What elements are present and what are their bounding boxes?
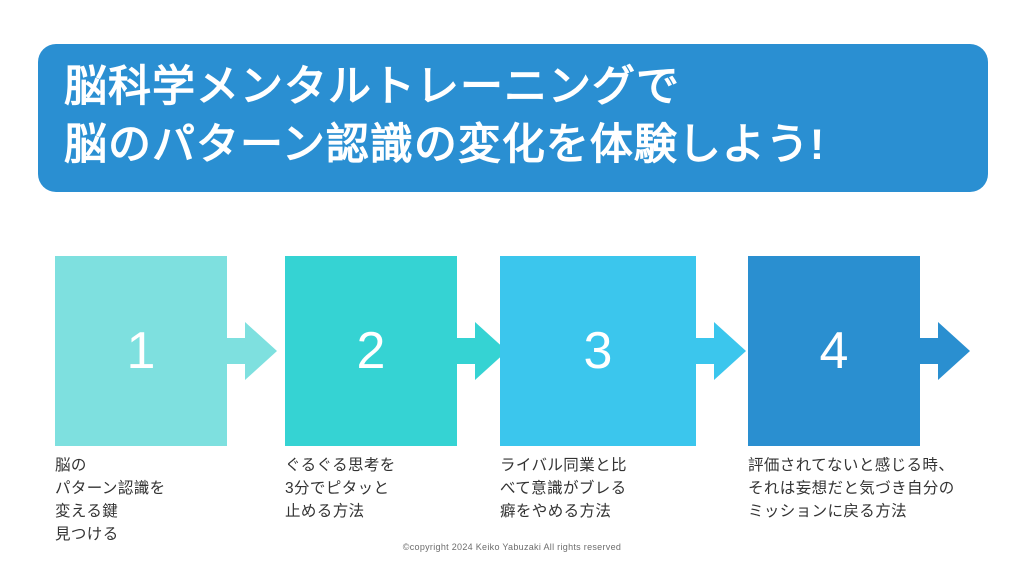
step-2: 2 ぐるぐる思考を 3分でピタッと 止める方法 <box>285 256 517 536</box>
arrow-right-icon <box>674 316 746 386</box>
step-4-number: 4 <box>819 322 849 380</box>
step-1-number: 1 <box>126 322 156 380</box>
title-banner: 脳科学メンタルトレーニングで 脳のパターン認識の変化を体験しよう! <box>38 44 988 192</box>
step-2-box: 2 <box>285 256 507 446</box>
step-1-box: 1 <box>55 256 277 446</box>
step-2-number: 2 <box>356 322 386 380</box>
steps-row: 1 脳の パターン認識を 変える鍵 見つける 2 ぐるぐる思考を 3分でピタッと… <box>0 256 1024 543</box>
title-line-2: 脳のパターン認識の変化を体験しよう! <box>64 121 826 169</box>
step-4: 4 評価されてないと感じる時、 それは妄想だと気づき自分の ミッションに戻る方法 <box>748 256 1024 536</box>
step-3-caption: ライバル同業と比 べて意識がブレる 癖をやめる方法 <box>500 457 627 520</box>
arrow-right-icon <box>435 316 507 386</box>
step-4-box: 4 <box>748 256 970 446</box>
arrow-right-icon <box>898 316 970 386</box>
arrow-right-icon <box>205 316 277 386</box>
step-3: 3 ライバル同業と比 べて意識がブレる 癖をやめる方法 <box>500 256 750 536</box>
step-1-caption: 脳の パターン認識を 変える鍵 見つける <box>55 457 166 543</box>
step-3-number: 3 <box>583 322 613 380</box>
step-1: 1 脳の パターン認識を 変える鍵 見つける <box>55 256 287 543</box>
step-4-caption: 評価されてないと感じる時、 それは妄想だと気づき自分の ミッションに戻る方法 <box>748 457 955 520</box>
title-line-1: 脳科学メンタルトレーニングで <box>64 63 680 111</box>
copyright-footer: ©copyright 2024 Keiko Yabuzaki All right… <box>402 542 622 552</box>
step-3-box: 3 <box>500 256 746 446</box>
step-2-caption: ぐるぐる思考を 3分でピタッと 止める方法 <box>285 457 396 520</box>
